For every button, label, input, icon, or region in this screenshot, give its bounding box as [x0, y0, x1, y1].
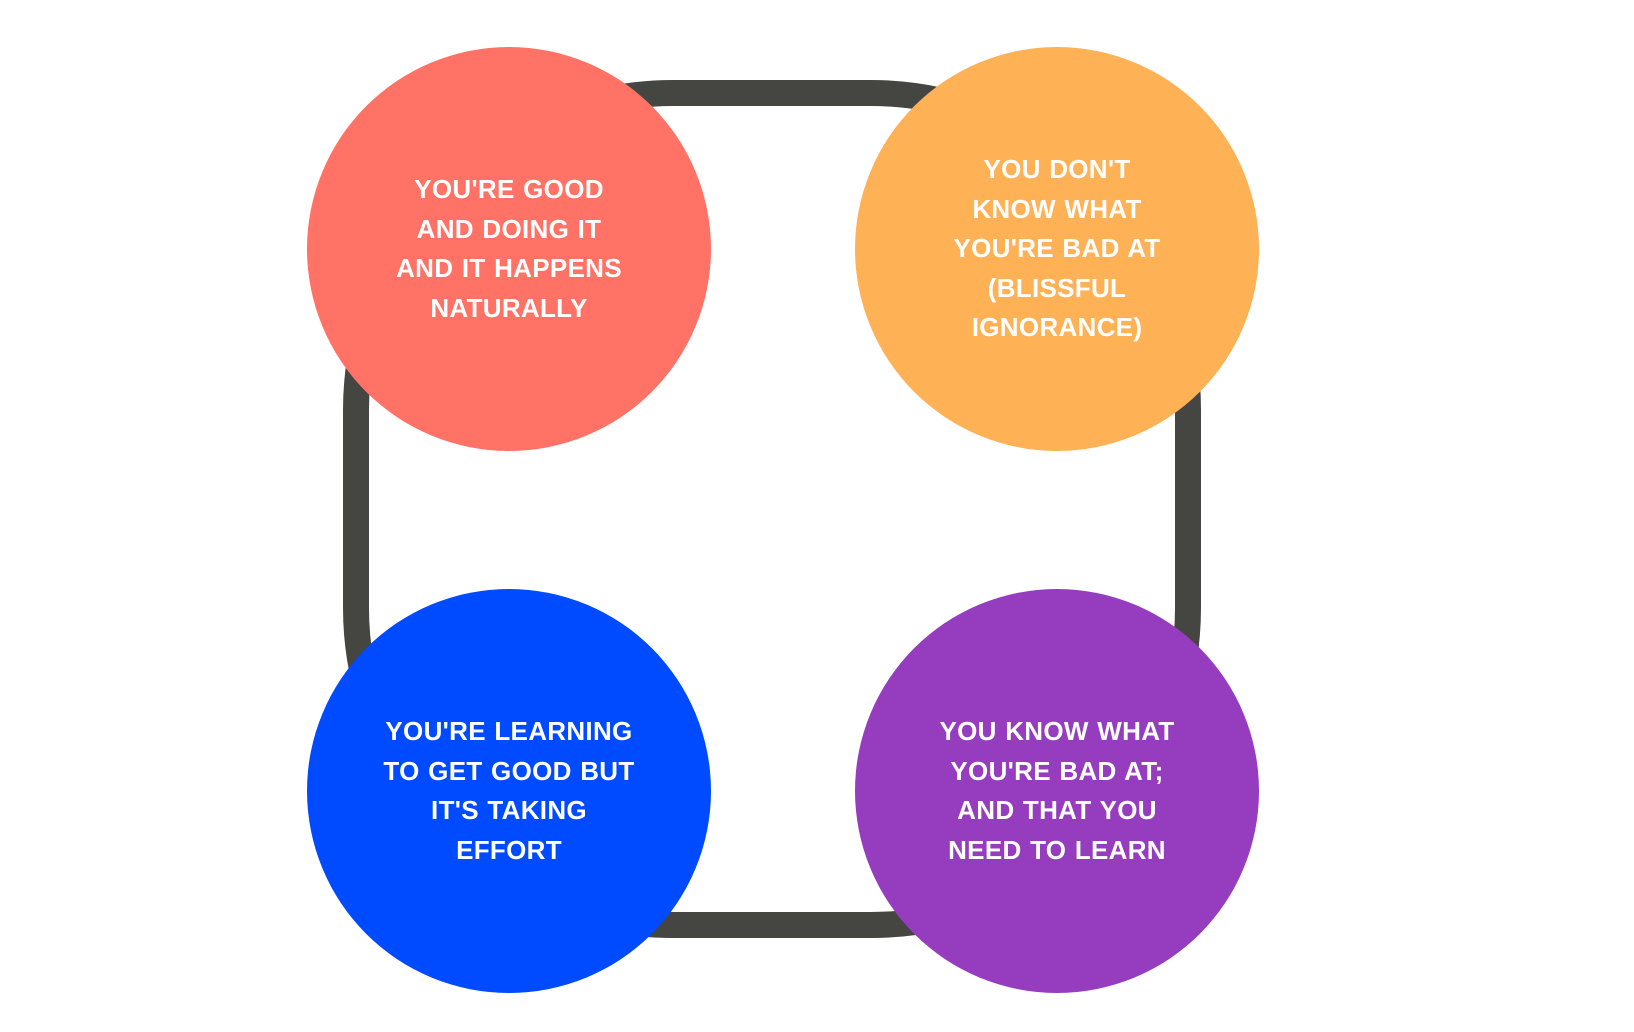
stage-text-bottom-right: YOU KNOW WHAT YOU'RE BAD AT; AND THAT YO…: [939, 716, 1175, 865]
stage-circle-top-right: YOU DON'T KNOW WHAT YOU'RE BAD AT (BLISS…: [855, 47, 1259, 451]
stage-circle-top-left: YOU'RE GOOD AND DOING IT AND IT HAPPENS …: [307, 47, 711, 451]
stage-text-top-left: YOU'RE GOOD AND DOING IT AND IT HAPPENS …: [396, 174, 622, 323]
stage-circle-bottom-left: YOU'RE LEARNING TO GET GOOD BUT IT'S TAK…: [307, 589, 711, 993]
stage-circle-bottom-right: YOU KNOW WHAT YOU'RE BAD AT; AND THAT YO…: [855, 589, 1259, 993]
stage-text-top-right: YOU DON'T KNOW WHAT YOU'RE BAD AT (BLISS…: [953, 154, 1161, 343]
stage-text-bottom-left: YOU'RE LEARNING TO GET GOOD BUT IT'S TAK…: [383, 716, 635, 865]
